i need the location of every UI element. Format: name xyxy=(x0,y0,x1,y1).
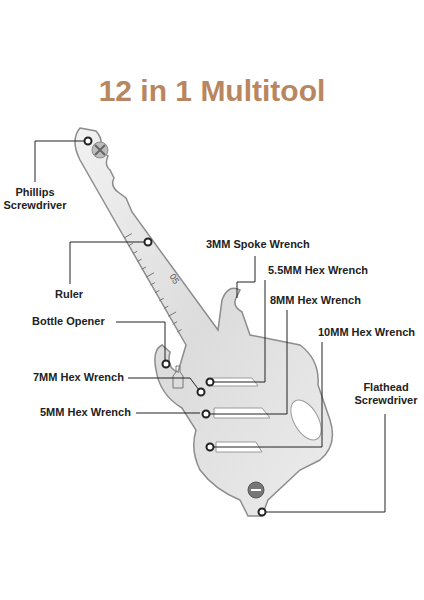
part-label: 3MM Spoke Wrench xyxy=(206,238,310,251)
part-label: Bottle Opener xyxy=(32,315,105,328)
leader-dots xyxy=(85,138,266,516)
ruler-tick xyxy=(173,322,177,324)
ruler-ticks xyxy=(124,234,181,332)
ruler-tick xyxy=(146,273,154,277)
ruler-tick xyxy=(142,267,146,269)
ruler-tick xyxy=(124,234,132,238)
part-label: Ruler xyxy=(55,288,83,301)
part-label: 10MM Hex Wrench xyxy=(318,326,415,339)
ruler-tick xyxy=(133,251,137,253)
phillips-tip xyxy=(92,142,108,158)
ruler-tick xyxy=(155,290,159,292)
part-label: 5MM Hex Wrench xyxy=(40,406,131,419)
cutouts xyxy=(212,378,327,452)
ruler-tick xyxy=(137,259,141,261)
flathead-tip xyxy=(248,482,264,498)
guitar-tool-body xyxy=(75,128,332,516)
part-label: 7MM Hex Wrench xyxy=(33,371,124,384)
ruler-tick xyxy=(128,243,132,245)
part-label: 5.5MM Hex Wrench xyxy=(268,264,368,277)
part-label: Flathead Screwdriver xyxy=(353,381,419,407)
part-label: Phillips Screwdriver xyxy=(3,186,67,212)
ruler-tick xyxy=(159,298,163,300)
ruler-tick xyxy=(168,312,176,316)
title: 12 in 1 Multitool xyxy=(99,74,326,108)
ruler-tick xyxy=(151,283,155,285)
part-label: 8MM Hex Wrench xyxy=(270,294,361,307)
ruler-tick xyxy=(177,330,181,332)
ruler-tick xyxy=(164,306,168,308)
bottle-icon xyxy=(173,366,183,388)
